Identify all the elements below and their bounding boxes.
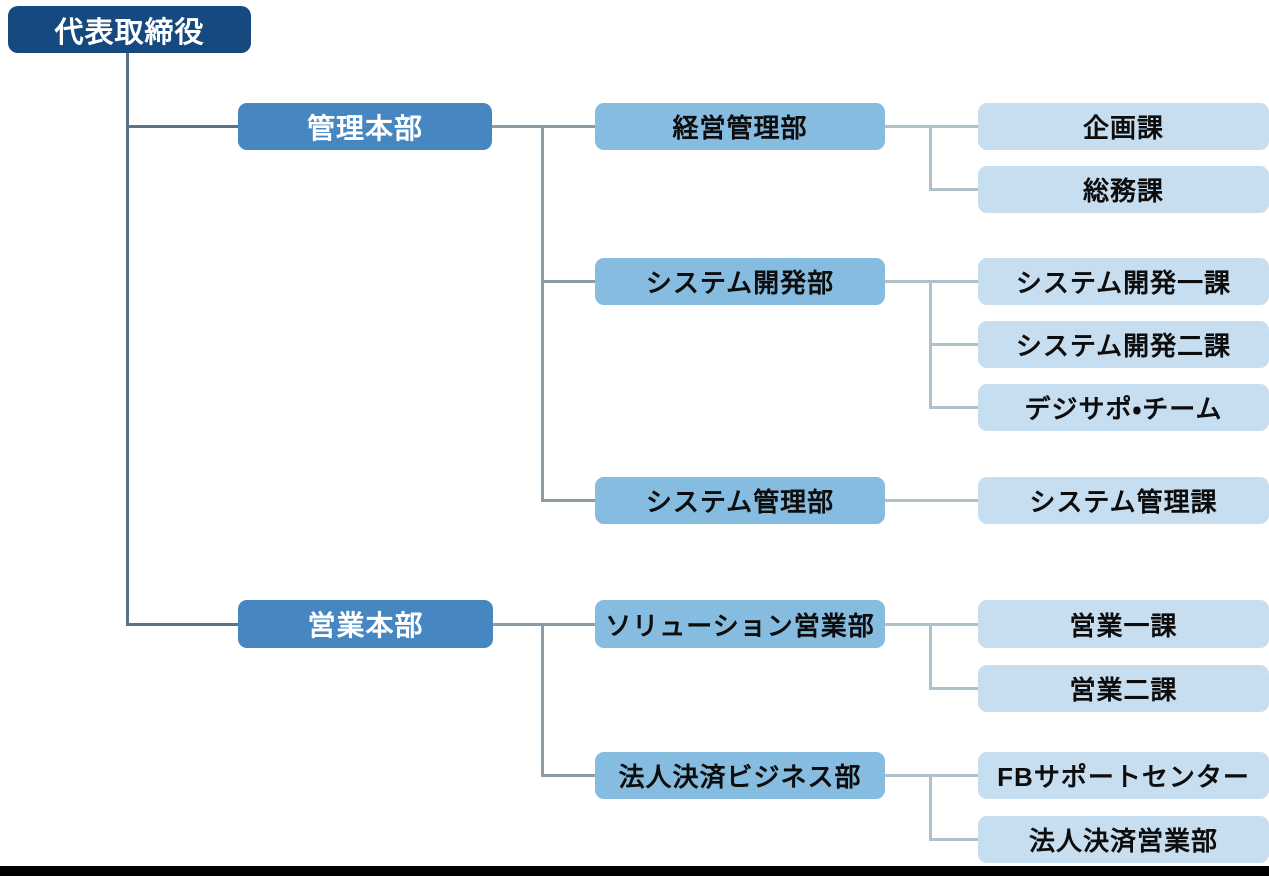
connector-kessai-to-kessai-eigyo [929,838,978,841]
connector-solution-trunk [929,623,932,690]
section-box-system-kaihatsu-1: システム開発一課 [978,258,1269,305]
section-box-eigyo-2: 営業二課 [978,665,1269,712]
connector-kessai-trunk [929,774,932,841]
division-box-eigyo-honbu: 営業本部 [238,600,493,648]
section-box-kikaku: 企画課 [978,103,1269,150]
department-box-keiei-kanri: 経営管理部 [595,103,885,150]
department-box-hojin-kessai-business: 法人決済ビジネス部 [595,752,885,799]
connector-ceo-to-kanri-honbu [126,125,238,128]
connector-kaihatsu-to-nika [929,343,978,346]
section-box-fb-support-center: FBサポートセンター [978,752,1269,799]
connector-eigyo-to-solution [493,623,595,626]
bottom-black-bar [0,866,1269,876]
connector-eigyo-trunk [541,623,544,777]
connector-kanri-trunk [541,125,544,502]
connector-kanri-to-system-kaihatsu [541,280,595,283]
connector-kanri-to-system-kanri [541,499,595,502]
connector-ceo-to-eigyo-honbu [126,623,238,626]
connector-solution-to-eigyo-nika [929,687,978,690]
section-box-somu: 総務課 [978,166,1269,213]
department-box-system-kanri: システム管理部 [595,477,885,524]
connector-keiei-trunk [929,125,932,191]
section-box-hojin-kessai-eigyo: 法人決済営業部 [978,816,1269,863]
department-box-solution-eigyo: ソリューション営業部 [595,600,885,648]
section-box-system-kaihatsu-2: システム開発二課 [978,321,1269,368]
connector-kaihatsu-to-digisapo [929,406,978,409]
division-box-kanri-honbu: 管理本部 [238,103,492,150]
connector-systemkanri-to-ka [885,499,978,502]
connector-keiei-to-somu [929,188,978,191]
ceo-box: 代表取締役 [8,6,251,53]
section-box-eigyo-1: 営業一課 [978,600,1269,648]
department-box-system-kaihatsu: システム開発部 [595,258,885,305]
section-box-digisapo-team: デジサポ・チーム [978,384,1269,431]
section-box-system-kanri-ka: システム管理課 [978,477,1269,524]
connector-eigyo-to-hojin-kessai [541,774,595,777]
connector-ceo-trunk [126,53,129,625]
